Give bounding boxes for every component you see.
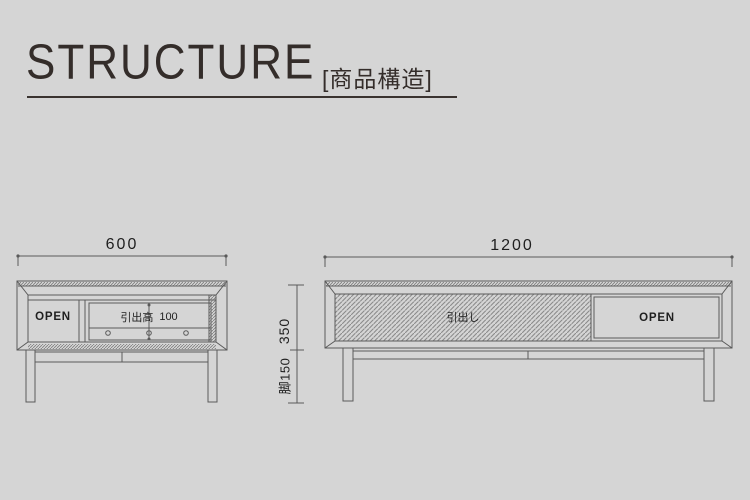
- right-height-dimension-line: [288, 284, 304, 404]
- left-cabinet-legs: [25, 349, 218, 403]
- left-drawer-height-dimension: [147, 303, 151, 341]
- right-width-dimension-label: 1200: [490, 237, 534, 254]
- page-title: STRUCTURE: [26, 34, 316, 90]
- right-drawer-front-hatched: [334, 293, 592, 342]
- right-open-compartment-label: OPEN: [639, 312, 675, 324]
- left-width-dimension-label: 600: [105, 236, 139, 253]
- left-drawing-600-unit: [16, 254, 228, 403]
- title-underline: [27, 96, 457, 98]
- right-width-dimension-line: [323, 255, 734, 267]
- drawer-height-text: 引出高: [120, 312, 154, 324]
- right-drawing-1200-unit: [288, 255, 734, 404]
- right-cabinet-legs: [342, 347, 715, 402]
- right-height-dimension-label: 350: [276, 317, 292, 345]
- right-leg-height-dimension-label: 脚150: [277, 357, 293, 395]
- drawer-height-value: 100: [159, 311, 178, 323]
- right-drawer-label: 引出し: [446, 312, 480, 324]
- left-width-dimension-line: [16, 254, 228, 266]
- left-open-compartment-label: OPEN: [35, 311, 71, 323]
- page-subtitle-japanese: [商品構造]: [322, 66, 433, 92]
- left-drawer-height-label: 引出高 100: [120, 309, 177, 325]
- right-cabinet-body: [324, 280, 733, 349]
- left-cabinet-body: [16, 280, 228, 351]
